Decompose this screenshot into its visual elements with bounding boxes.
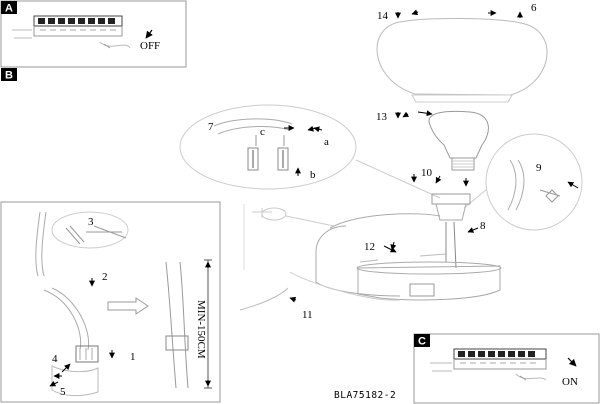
callout-13: 13 xyxy=(376,111,388,123)
panel-cable-install xyxy=(0,201,221,403)
callout-8: 8 xyxy=(480,220,486,232)
section-a-label: A xyxy=(5,3,13,15)
detail-circle-cable xyxy=(463,133,583,231)
letter-a: a xyxy=(324,136,329,148)
section-a-badge xyxy=(1,1,17,14)
letter-b: b xyxy=(310,169,316,181)
section-b-label: B xyxy=(5,70,13,82)
letter-c: c xyxy=(260,126,265,138)
callout-9: 9 xyxy=(536,162,542,174)
panel-c: C ON xyxy=(413,333,600,404)
globe-shade xyxy=(376,17,548,103)
cable-length-label: MIN-150CM xyxy=(195,300,207,359)
model-code: BLA75182-2 xyxy=(334,390,396,401)
section-b-badge xyxy=(1,68,17,81)
terminal-block-c xyxy=(430,348,547,381)
switch-arrow-off xyxy=(145,29,153,39)
callout-10: 10 xyxy=(421,167,433,179)
callout-2: 2 xyxy=(102,271,108,283)
panel-a: A OFF xyxy=(0,0,187,68)
switch-arrow-on xyxy=(567,357,577,367)
callout-5: 5 xyxy=(60,386,66,398)
fixture-body xyxy=(243,193,502,301)
callout-12: 12 xyxy=(364,241,375,253)
callout-6: 6 xyxy=(531,2,537,14)
callout-14: 14 xyxy=(377,10,389,22)
terminal-block-a xyxy=(12,15,131,49)
switch-label-on: ON xyxy=(562,376,578,388)
switch-label-off: OFF xyxy=(140,40,160,52)
callout-1: 1 xyxy=(130,351,136,363)
callout-11: 11 xyxy=(302,309,313,321)
callout-3: 3 xyxy=(88,216,94,228)
callout-7: 7 xyxy=(208,121,214,133)
callout-4: 4 xyxy=(52,353,58,365)
section-c-badge xyxy=(414,334,430,347)
light-bulb xyxy=(428,110,489,171)
section-c-label: C xyxy=(418,336,426,348)
detail-circle-socket xyxy=(179,104,441,199)
